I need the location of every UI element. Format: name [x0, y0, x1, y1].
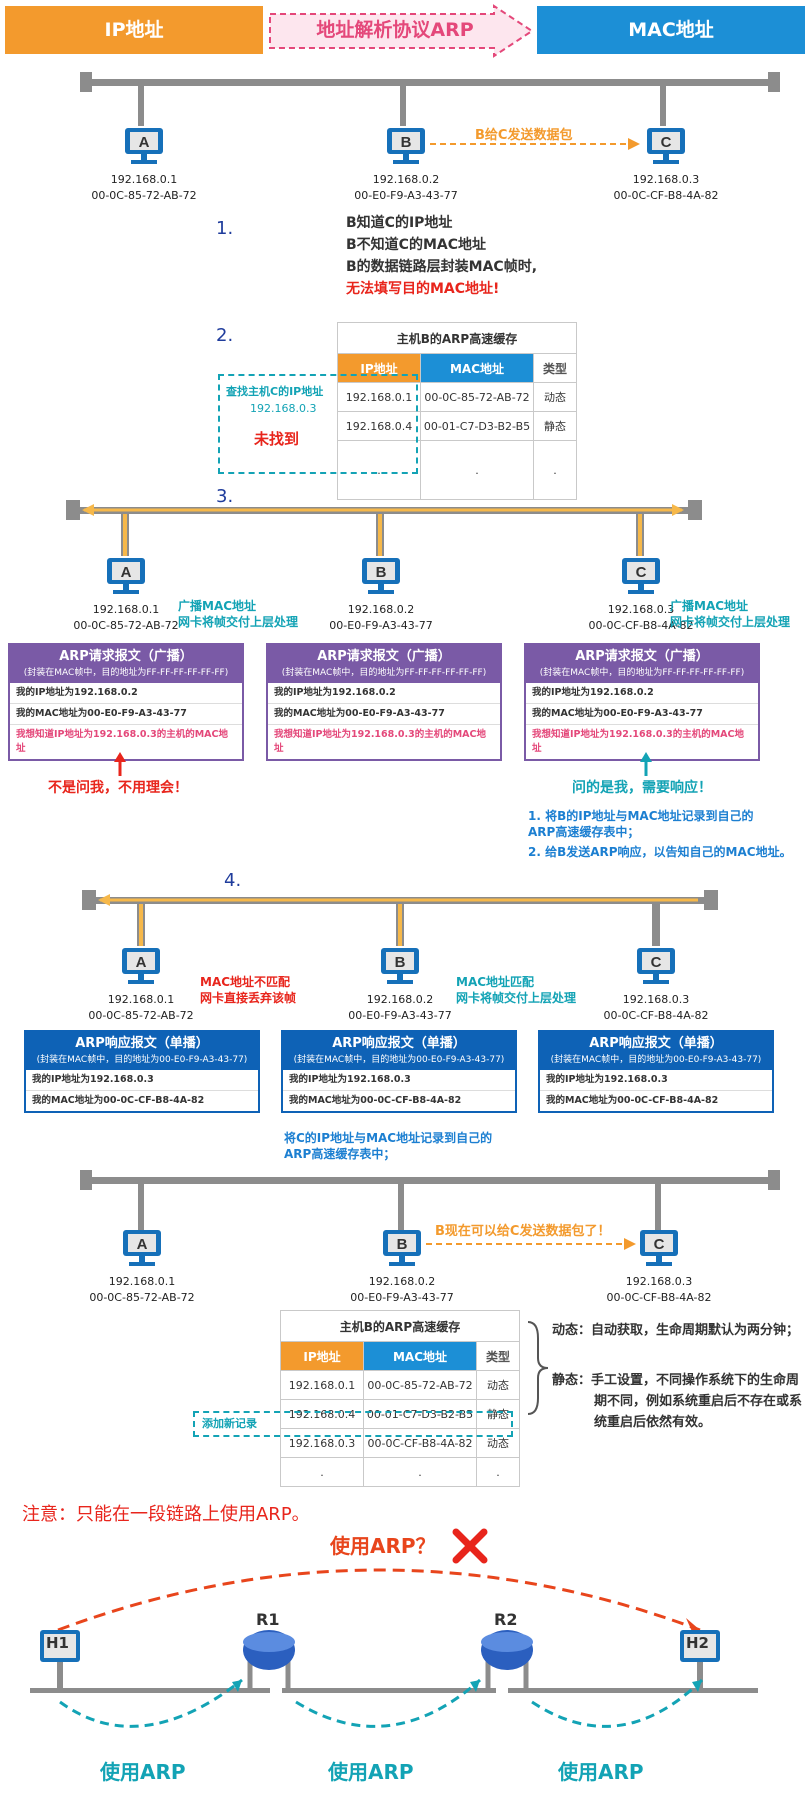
arp-question-label: 使用ARP？ [326, 1530, 440, 1559]
scene4-bus [82, 890, 718, 946]
new-record-label: 添加新记录 [202, 1417, 257, 1430]
new-record-dashed-box [193, 1411, 513, 1437]
match-note: MAC地址匹配网卡将帧交付上层处理 [456, 975, 577, 1005]
arp-request-frame-a: ARP请求报文（广播）(封装在MAC帧中，目的地址为FF-FF-FF-FF-FF… [8, 643, 244, 761]
host-b-icon: B [387, 128, 425, 164]
svg-text:B: B [376, 564, 387, 581]
scene3-host-a-icon: A [107, 558, 145, 594]
type-brace-icon [527, 1321, 549, 1415]
scene3-host-c-icon: C [622, 558, 660, 594]
scene3-host-b-icon: B [362, 558, 400, 594]
mac-address-header: MAC地址 [537, 6, 805, 54]
h2-label: H2 [686, 1634, 709, 1652]
svg-text:B: B [401, 134, 412, 151]
c-actions: 1. 将B的IP地址与MAC地址记录到自己的 ARP高速缓存表中； 2. 给B发… [528, 809, 792, 859]
r1-label: R1 [256, 1610, 280, 1629]
arp-header-label: 地址解析协议ARP [316, 19, 474, 41]
svg-text:B: B [395, 954, 406, 971]
not-found-label: 未找到 [254, 430, 300, 448]
svg-text:C: C [651, 954, 662, 971]
mismatch-note: MAC地址不匹配网卡直接丢弃该帧 [200, 975, 297, 1005]
static-note: 静态：手工设置，不同操作系统下的生命周 期不同，例如系统重启后不存在或系 统重启… [552, 1373, 803, 1430]
ignore-label: 不是问我，不用理会！ [48, 780, 188, 796]
arp-request-frame-c: ARP请求报文（广播）(封装在MAC帧中，目的地址为FF-FF-FF-FF-FF… [524, 643, 760, 761]
arp-reply-frame-c: ARP响应报文（单播）(封装在MAC帧中，目的地址为00-E0-F9-A3-43… [538, 1030, 774, 1113]
svg-text:A: A [121, 564, 132, 581]
scene5-host-b-icon: B [383, 1230, 421, 1266]
scene4-host-b-icon: B [381, 948, 419, 984]
step-2-label: 2. [216, 325, 234, 346]
scene3-bus [66, 500, 702, 556]
arp-request-frame-b: ARP请求报文（广播）(封装在MAC帧中，目的地址为FF-FF-FF-FF-FF… [266, 643, 502, 761]
ignore-arrow-icon [114, 752, 126, 776]
svg-text:C: C [654, 1236, 665, 1253]
send-label: B给C发送数据包 [472, 124, 576, 143]
scene5-host-c-icon: C [640, 1230, 678, 1266]
arp-reply-frame-b: ARP响应报文（单播）(封装在MAC帧中，目的地址为00-E0-F9-A3-43… [281, 1030, 517, 1113]
arp-header-arrow [269, 4, 534, 58]
svg-text:B: B [397, 1236, 408, 1253]
ip-address-header: IP地址 [5, 6, 263, 54]
use-arp-label-3: 使用ARP [558, 1760, 644, 1784]
scene3-bcast-note-c: 广播MAC地址网卡将帧交付上层处理 [670, 599, 791, 629]
h1-label: H1 [46, 1634, 69, 1652]
scene3-bcast-note-a: 广播MAC地址网卡将帧交付上层处理 [178, 599, 299, 629]
respond-arrow-icon [640, 752, 652, 776]
host-c-icon: C [647, 128, 685, 164]
send-arrow-b-to-c [430, 138, 640, 150]
routing-network [30, 1630, 758, 1728]
svg-text:A: A [137, 1236, 148, 1253]
scene1-notes: B知道C的IP地址 B不知道C的MAC地址 B的数据链路层封装MAC帧时, 无法… [346, 215, 538, 297]
dynamic-note: 动态：自动获取，生命周期默认为两分钟； [552, 1323, 800, 1338]
send-arrow-b-to-c-2 [426, 1238, 636, 1250]
step-1-label: 1. [216, 218, 234, 239]
respond-label: 问的是我，需要响应！ [572, 780, 712, 796]
scene1-bus [80, 72, 780, 126]
host-a-icon: A [125, 128, 163, 164]
svg-text:C: C [636, 564, 647, 581]
lookup-title: 查找主机C的IP地址 [226, 385, 324, 398]
attention-note: 注意：只能在一段链路上使用ARP。 [22, 1504, 310, 1525]
cross-icon [452, 1528, 488, 1564]
send-label-2: B现在可以给C发送数据包了！ [432, 1220, 614, 1239]
scene5-bus [80, 1170, 780, 1230]
use-arp-label-2: 使用ARP [328, 1760, 414, 1784]
step-4-label: 4. [224, 870, 242, 891]
r2-label: R2 [494, 1610, 518, 1629]
arp-reply-frame-a: ARP响应报文（单播）(封装在MAC帧中，目的地址为00-E0-F9-A3-43… [24, 1030, 260, 1113]
svg-text:A: A [139, 134, 150, 151]
scene4-host-c-icon: C [637, 948, 675, 984]
svg-text:C: C [661, 134, 672, 151]
svg-text:A: A [136, 954, 147, 971]
scene4-host-a-icon: A [122, 948, 160, 984]
step-3-label: 3. [216, 486, 234, 507]
scene5-host-a-icon: A [123, 1230, 161, 1266]
lookup-dashed-box [218, 374, 418, 474]
use-arp-label-1: 使用ARP [100, 1760, 186, 1784]
lookup-ip: 192.168.0.3 [250, 402, 317, 415]
